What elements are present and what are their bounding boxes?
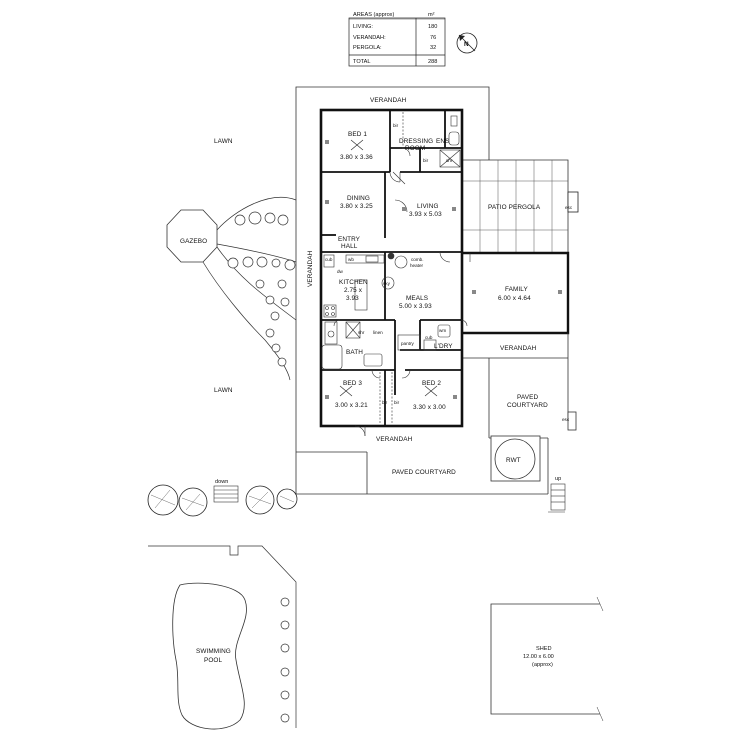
family-wing	[462, 251, 570, 335]
label-shed-2: 12.00 x 6.00	[523, 654, 554, 660]
areas-verandah-value: 76	[430, 35, 436, 41]
label-dressing-2: ROOM	[405, 145, 425, 152]
label-dw: dw	[337, 269, 344, 274]
right-courtyard-walls	[462, 333, 577, 431]
areas-table: AREAS (approx) m² LIVING: 180 VERANDAH: …	[348, 12, 446, 67]
label-linen: linen	[373, 330, 383, 335]
label-bir-bed1: bir	[393, 123, 399, 128]
label-dressing-1: DRESSING	[399, 138, 433, 145]
pool-shrubs	[280, 597, 290, 723]
label-ens: ENS	[436, 138, 449, 145]
light-points	[325, 140, 562, 399]
label-kitchen: KITCHEN	[339, 279, 368, 286]
label-bed2: BED 2	[422, 380, 441, 387]
label-living: LIVING	[417, 203, 439, 210]
label-kitchen-size-2: 3.93	[346, 295, 359, 302]
shed: SHED 12.00 x 6.00 (approx)	[490, 596, 604, 722]
label-wm: wm	[439, 328, 446, 333]
label-bir-dressing: bir	[423, 158, 429, 163]
main-house-walls	[319, 108, 464, 428]
label-meals: MEALS	[406, 295, 428, 302]
label-shr-bath: shr	[358, 330, 365, 335]
label-bed2-size: 3.30 x 3.00	[413, 404, 446, 411]
label-cub-ldry: cub	[425, 335, 433, 340]
label-cub-kitchen: cub	[325, 257, 333, 262]
areas-living-value: 180	[428, 24, 437, 30]
label-verandah-side: VERANDAH	[307, 250, 314, 287]
label-dining: DINING	[347, 195, 370, 202]
fixtures	[321, 115, 461, 370]
label-family: FAMILY	[505, 286, 528, 293]
label-dining-size: 3.80 x 3.25	[340, 203, 373, 210]
label-kitchen-size-1: 2.75 x	[344, 287, 363, 294]
label-paved-right-2: COURTYARD	[507, 402, 548, 409]
label-lawn-top: LAWN	[214, 138, 233, 145]
label-paved-right-1: PAVED	[517, 394, 538, 401]
label-bir-bed3: bir	[382, 400, 388, 405]
areas-unit: m²	[428, 12, 435, 18]
label-bed3-size: 3.00 x 3.21	[335, 402, 368, 409]
label-bir-bed2: bir	[394, 400, 400, 405]
label-wb: wb	[348, 257, 354, 262]
areas-pergola-value: 32	[430, 45, 436, 51]
bed-symbols	[339, 139, 438, 397]
areas-total-label: TOTAL	[353, 59, 371, 65]
label-patio: PATIO PERGOLA	[488, 204, 541, 211]
rainwater-tank: RWT	[490, 435, 541, 482]
label-shed-1: SHED	[536, 646, 552, 652]
tree-detail	[150, 489, 295, 511]
label-pool-2: POOL	[204, 657, 223, 664]
steps-down	[213, 485, 239, 503]
room-labels: VERANDAH BED 1 3.80 x 3.36 bir DRESSING …	[307, 97, 548, 476]
label-family-size: 6.00 x 4.64	[498, 295, 531, 302]
steps-up	[548, 483, 566, 513]
label-sky: sky	[383, 281, 391, 286]
label-entry-1: ENTRY	[338, 236, 361, 243]
patio-pergola: esc	[462, 159, 579, 254]
garden-shrubs	[227, 211, 296, 367]
label-verandah-top: VERANDAH	[370, 97, 407, 104]
label-bath: BATH	[346, 349, 363, 356]
label-meals-size: 5.00 x 3.93	[399, 303, 432, 310]
label-rwt: RWT	[506, 457, 521, 464]
esc-label-bottom: esc	[562, 417, 570, 422]
areas-total-value: 288	[428, 59, 437, 65]
label-pool-1: SWIMMING	[196, 648, 231, 655]
label-comb-2: heater	[410, 263, 423, 268]
label-shr-ens: shr	[446, 158, 453, 163]
swimming-pool: SWIMMING POOL	[172, 582, 247, 730]
label-bed1: BED 1	[348, 131, 367, 138]
door-swings	[333, 147, 471, 437]
label-shed-3: (approx)	[532, 662, 553, 668]
label-comb-1: comb.	[411, 257, 424, 262]
label-pantry: pantry	[401, 341, 414, 346]
label-verandah-right: VERANDAH	[500, 345, 537, 352]
areas-title: AREAS (approx)	[353, 12, 394, 18]
areas-pergola-label: PERGOLA:	[353, 45, 382, 51]
label-gazebo: GAZEBO	[180, 238, 207, 245]
label-verandah-bottom: VERANDAH	[376, 436, 413, 443]
north-label: N	[464, 41, 469, 48]
esc-label-top: esc	[565, 205, 573, 210]
north-arrow-icon: N	[456, 32, 478, 54]
label-lawn-bottom: LAWN	[214, 387, 233, 394]
areas-living-label: LIVING:	[353, 24, 373, 30]
label-up: up	[555, 476, 561, 482]
label-living-size: 3.93 x 5.03	[409, 211, 442, 218]
label-bed3: BED 3	[343, 380, 362, 387]
wardrobes	[379, 112, 404, 424]
label-paved-bottom: PAVED COURTYARD	[392, 469, 456, 476]
label-down: down	[215, 479, 228, 485]
pool-fence	[148, 545, 297, 728]
areas-verandah-label: VERANDAH:	[353, 35, 386, 41]
label-ldry: L'DRY	[434, 343, 453, 350]
label-bed1-size: 3.80 x 3.36	[340, 154, 373, 161]
gazebo: GAZEBO	[166, 209, 218, 263]
label-entry-2: HALL	[341, 243, 358, 250]
